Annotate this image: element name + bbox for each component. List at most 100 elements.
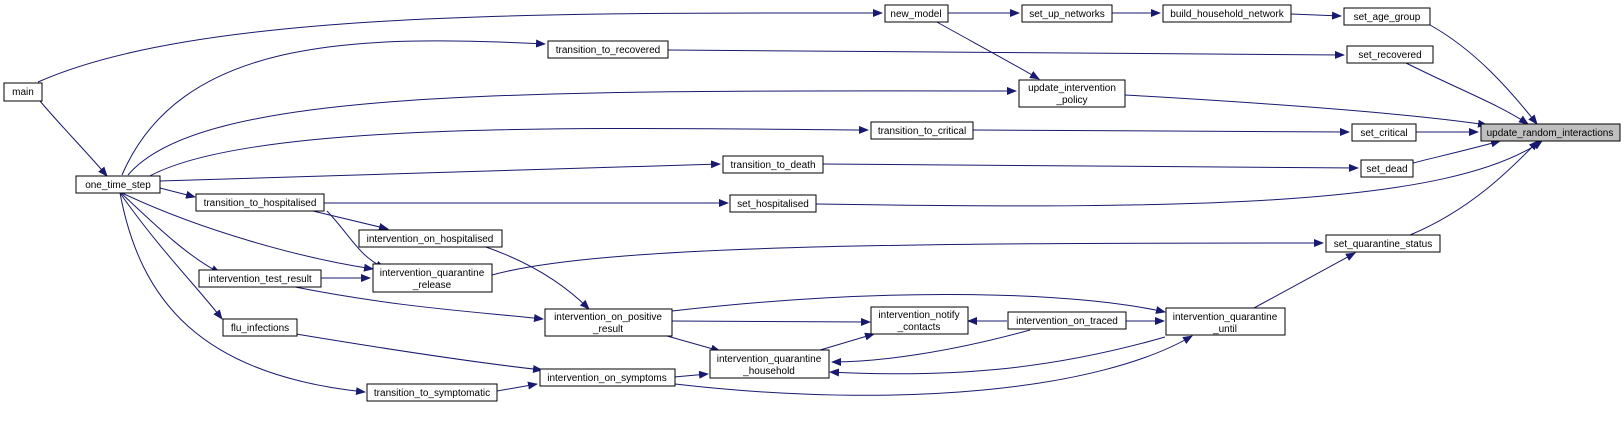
node-intervention_quarantine_release[interactable]: intervention_quarantine _release bbox=[372, 263, 493, 293]
node-label: intervention_test_result bbox=[208, 274, 312, 285]
edge-one_time_step-transition_to_recovered bbox=[121, 39, 546, 176]
edge-set_age_group-update_random_interactions bbox=[1429, 24, 1538, 125]
edge-new_model-update_intervention_policy bbox=[934, 20, 1040, 80]
node-one_time_step[interactable]: one_time_step bbox=[75, 175, 161, 194]
node-label: new_model bbox=[890, 9, 941, 20]
node-label: update_random_interactions bbox=[1487, 128, 1614, 139]
node-transition_to_death[interactable]: transition_to_death bbox=[722, 155, 824, 174]
edge-flu_infections-intervention_on_symptoms bbox=[283, 331, 543, 373]
node-intervention_on_symptoms[interactable]: intervention_on_symptoms bbox=[539, 368, 676, 387]
node-intervention_on_hospitalised[interactable]: intervention_on_hospitalised bbox=[358, 229, 503, 248]
node-label-1: update_intervention bbox=[1028, 83, 1116, 94]
node-set_up_networks[interactable]: set_up_networks bbox=[1021, 4, 1113, 23]
node-label-2: _release bbox=[412, 280, 452, 291]
edge-intervention_on_symptoms-intervention_quarantine_household bbox=[673, 370, 709, 379]
node-label-1: intervention_notify bbox=[878, 310, 959, 321]
node-label: set_hospitalised bbox=[737, 199, 809, 210]
node-label: flu_infections bbox=[231, 323, 289, 334]
node-intervention_test_result[interactable]: intervention_test_result bbox=[198, 269, 322, 288]
node-set_quarantine_status[interactable]: set_quarantine_status bbox=[1325, 234, 1441, 253]
edge-one_time_step-transition_to_hospitalised bbox=[159, 187, 196, 199]
node-build_household_network[interactable]: build_household_network bbox=[1162, 4, 1292, 23]
edge-intervention_on_hospitalised-intervention_on_positive_result bbox=[482, 245, 590, 310]
nodes: main one_time_step new_model set_up_netw… bbox=[3, 4, 1621, 402]
edge-intervention_quarantine_until-set_quarantine_status bbox=[1253, 252, 1356, 309]
node-label-2: _policy bbox=[1055, 95, 1087, 106]
node-label: set_quarantine_status bbox=[1334, 239, 1432, 250]
node-label: transition_to_symptomatic bbox=[374, 388, 490, 399]
edge-transition_to_critical-set_critical bbox=[972, 127, 1350, 136]
node-intervention_on_positive_result[interactable]: intervention_on_positive _result bbox=[544, 308, 673, 337]
edge-one_time_step-transition_to_critical bbox=[147, 125, 869, 178]
node-label: transition_to_death bbox=[730, 160, 815, 171]
node-update_intervention_policy[interactable]: update_intervention _policy bbox=[1018, 79, 1126, 108]
node-label: set_recovered bbox=[1358, 50, 1421, 61]
node-label-2: _result bbox=[592, 324, 623, 335]
edge-transition_to_death-set_dead bbox=[822, 163, 1359, 172]
node-intervention_quarantine_household[interactable]: intervention_quarantine _household bbox=[709, 349, 830, 379]
node-label: set_dead bbox=[1366, 164, 1407, 175]
node-set_dead[interactable]: set_dead bbox=[1360, 159, 1414, 178]
node-intervention_quarantine_until[interactable]: intervention_quarantine _until bbox=[1165, 307, 1286, 336]
edge-one_time_step-transition_to_death bbox=[159, 160, 721, 182]
edge-one_time_step-transition_to_symptomatic bbox=[119, 192, 366, 396]
node-set_age_group[interactable]: set_age_group bbox=[1343, 7, 1431, 26]
node-label: set_critical bbox=[1360, 128, 1407, 139]
edge-transition_to_recovered-set_recovered bbox=[667, 49, 1345, 59]
node-set_recovered[interactable]: set_recovered bbox=[1346, 45, 1434, 64]
node-label: transition_to_hospitalised bbox=[204, 198, 317, 209]
node-label: main bbox=[12, 87, 34, 98]
node-main[interactable]: main bbox=[3, 82, 43, 102]
edge-intervention_test_result-intervention_on_positive_result bbox=[289, 285, 544, 322]
node-label-1: intervention_quarantine bbox=[717, 354, 822, 365]
node-label: transition_to_critical bbox=[878, 126, 966, 137]
edge-intervention_on_positive_result-intervention_quarantine_household bbox=[659, 333, 721, 353]
node-set_critical[interactable]: set_critical bbox=[1351, 123, 1417, 142]
node-label-1: intervention_on_positive bbox=[554, 312, 662, 323]
edge-set_dead-update_random_interactions bbox=[1412, 139, 1501, 164]
edge-build_household_network-set_age_group bbox=[1290, 11, 1342, 20]
node-label-1: intervention_quarantine bbox=[1173, 312, 1278, 323]
node-set_hospitalised[interactable]: set_hospitalised bbox=[729, 194, 817, 213]
node-intervention_on_traced[interactable]: intervention_on_traced bbox=[1007, 311, 1127, 330]
node-label-2: _contacts bbox=[897, 322, 941, 333]
node-transition_to_critical[interactable]: transition_to_critical bbox=[870, 121, 974, 140]
edge-transition_to_symptomatic-intervention_on_symptoms bbox=[496, 381, 538, 392]
node-label: intervention_on_symptoms bbox=[547, 373, 667, 384]
node-intervention_notify_contacts[interactable]: intervention_notify _contacts bbox=[870, 306, 969, 335]
node-transition_to_recovered[interactable]: transition_to_recovered bbox=[547, 40, 669, 59]
edge-one_time_step-update_intervention_policy bbox=[127, 86, 1017, 176]
edge-intervention_quarantine_release-set_quarantine_status bbox=[491, 239, 1324, 276]
node-flu_infections[interactable]: flu_infections bbox=[222, 318, 298, 337]
edge-set_recovered-update_random_interactions bbox=[1405, 62, 1529, 125]
edge-intervention_on_positive_result-intervention_notify_contacts bbox=[671, 317, 871, 326]
node-label: one_time_step bbox=[85, 180, 151, 191]
node-transition_to_symptomatic[interactable]: transition_to_symptomatic bbox=[366, 383, 498, 402]
edge-one_time_step-intervention_quarantine_release bbox=[121, 192, 374, 272]
node-label: intervention_on_hospitalised bbox=[367, 234, 494, 245]
edge-one_time_step-flu_infections bbox=[119, 192, 223, 320]
edge-main-one_time_step bbox=[39, 100, 108, 177]
edge-one_time_step-intervention_test_result bbox=[120, 192, 221, 274]
node-label-2: _household bbox=[742, 366, 795, 377]
edge-intervention_on_positive_result-intervention_quarantine_until bbox=[671, 293, 1166, 314]
edge-intervention_on_symptoms-intervention_quarantine_until bbox=[674, 335, 1193, 396]
edge-transition_to_hospitalised-intervention_on_hospitalised bbox=[312, 210, 389, 231]
edge-main-new_model bbox=[37, 8, 883, 83]
edge-set_hospitalised-update_random_interactions bbox=[815, 140, 1543, 207]
node-label: set_up_networks bbox=[1029, 9, 1105, 20]
node-new_model[interactable]: new_model bbox=[884, 4, 949, 23]
edge-update_intervention_policy-update_random_interactions bbox=[1124, 94, 1488, 128]
node-label-2: _until bbox=[1212, 324, 1237, 335]
node-label-1: intervention_quarantine bbox=[380, 268, 485, 279]
node-label: intervention_on_traced bbox=[1016, 316, 1118, 327]
edge-set_quarantine_status-update_random_interactions bbox=[1409, 140, 1539, 236]
edge-intervention_quarantine_until-intervention_quarantine_household bbox=[829, 336, 1166, 377]
node-transition_to_hospitalised[interactable]: transition_to_hospitalised bbox=[195, 193, 325, 212]
node-label: build_household_network bbox=[1170, 9, 1284, 20]
edge-intervention_on_traced-intervention_quarantine_household bbox=[831, 329, 1031, 366]
node-label: transition_to_recovered bbox=[556, 45, 661, 56]
node-update_random_interactions[interactable]: update_random_interactions bbox=[1480, 123, 1621, 142]
node-label: set_age_group bbox=[1354, 12, 1421, 23]
